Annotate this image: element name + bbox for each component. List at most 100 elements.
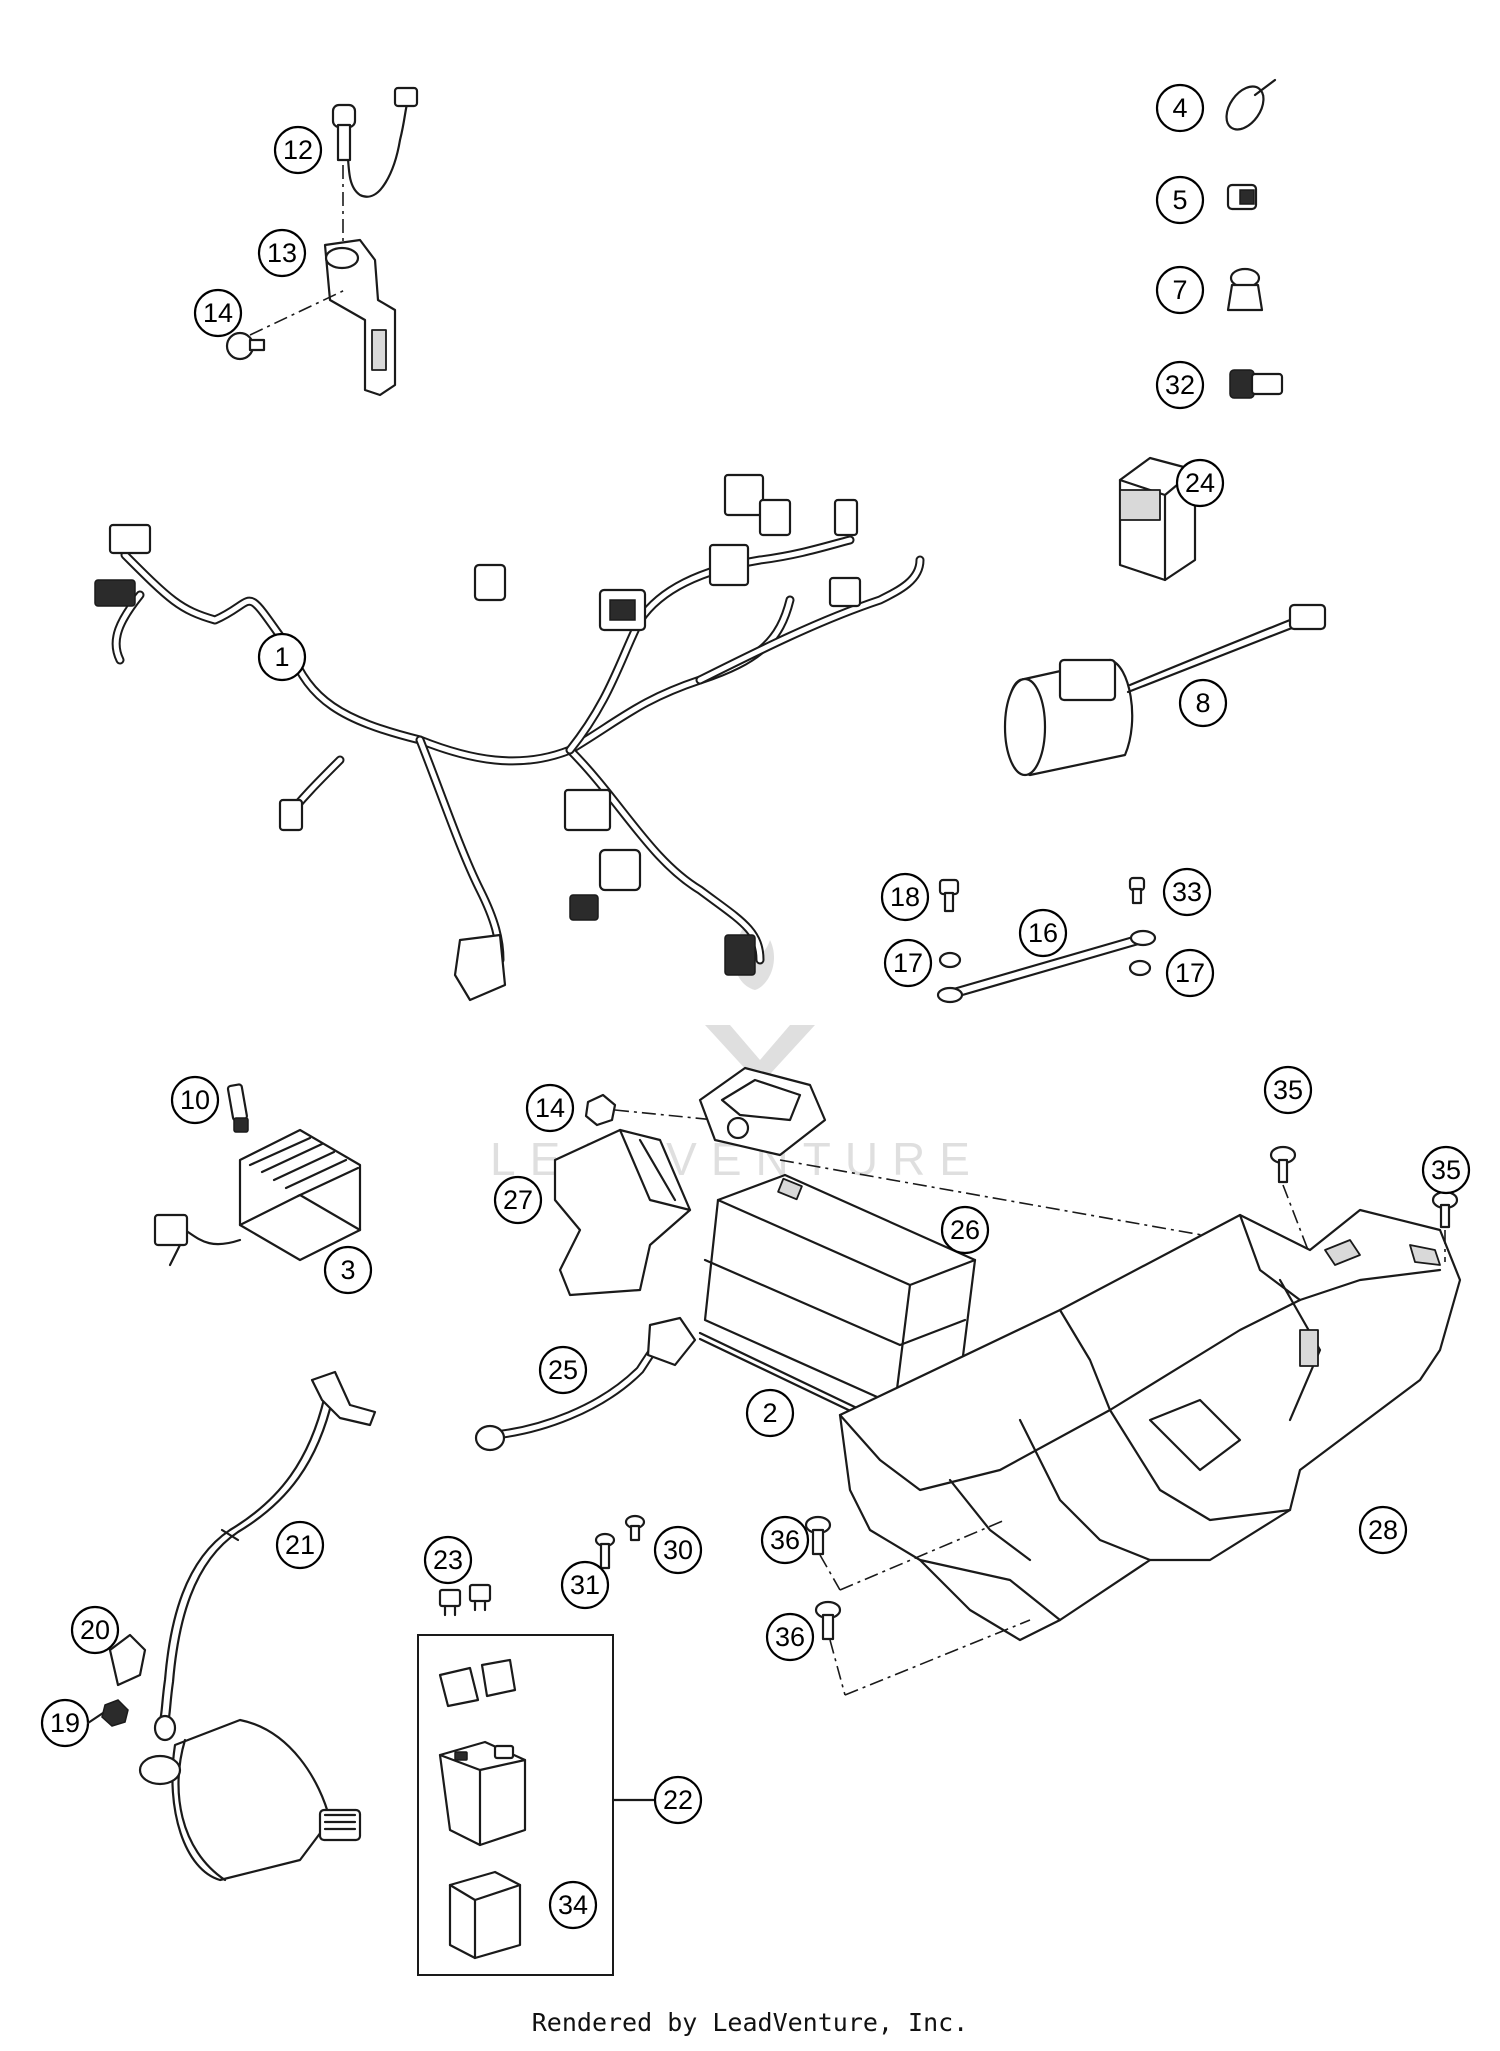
svg-text:25: 25 — [548, 1355, 578, 1385]
part-12-switch-plug — [331, 86, 419, 255]
callout-35-right: 35 — [1421, 1145, 1471, 1195]
part-36-screw-upper — [804, 1515, 1006, 1591]
part-10-screw — [226, 1083, 249, 1133]
part-21-starter-cable — [153, 1370, 377, 1742]
part-1-wiring-harness — [94, 473, 925, 1002]
part-28-battery-box — [838, 1208, 1462, 1642]
part-16-ground-cable — [936, 929, 1157, 1004]
part-22-small-relays — [438, 1658, 517, 1708]
svg-text:28: 28 — [1368, 1515, 1398, 1545]
callout-17-right: 17 — [1165, 948, 1215, 998]
callout-35-left: 35 — [1263, 1065, 1313, 1115]
part-24-relay-cover — [1118, 456, 1197, 582]
callout-26: 26 — [940, 1205, 990, 1255]
callout-1: 1 — [257, 632, 307, 682]
callout-30: 30 — [653, 1525, 703, 1575]
callout-16: 16 — [1018, 908, 1068, 958]
part-22-starter-relay — [438, 1740, 527, 1847]
part-13-holder-bracket — [249, 238, 397, 397]
part-starter-motor — [138, 1718, 362, 1882]
part-25-battery-cable — [474, 1316, 697, 1452]
part-32-connector — [1229, 369, 1284, 399]
callout-34: 34 — [548, 1880, 598, 1930]
callout-25: 25 — [538, 1345, 588, 1395]
svg-text:36: 36 — [770, 1525, 800, 1555]
callout-10: 10 — [170, 1075, 220, 1125]
svg-text:12: 12 — [283, 135, 313, 165]
part-14-nut-mid — [584, 1093, 736, 1127]
svg-text:19: 19 — [50, 1708, 80, 1738]
svg-text:17: 17 — [1175, 958, 1205, 988]
callout-5: 5 — [1155, 175, 1205, 225]
svg-text:33: 33 — [1172, 877, 1202, 907]
callout-32: 32 — [1155, 360, 1205, 410]
svg-text:20: 20 — [80, 1615, 110, 1645]
svg-text:30: 30 — [663, 1535, 693, 1565]
callout-13: 13 — [257, 228, 307, 278]
callout-18: 18 — [880, 872, 930, 922]
svg-text:3: 3 — [340, 1255, 355, 1285]
part-36-screw-lower — [814, 1600, 1031, 1696]
callout-22: 22 — [653, 1775, 703, 1825]
svg-text:26: 26 — [950, 1215, 980, 1245]
callout-36-lower: 36 — [765, 1612, 815, 1662]
svg-text:21: 21 — [285, 1530, 315, 1560]
credit-text: Rendered by LeadVenture, Inc. — [531, 2008, 969, 2037]
svg-text:8: 8 — [1195, 688, 1210, 718]
callout-4: 4 — [1155, 83, 1205, 133]
svg-text:7: 7 — [1172, 275, 1187, 305]
callout-7: 7 — [1155, 265, 1205, 315]
svg-text:35: 35 — [1431, 1155, 1461, 1185]
callout-17-left: 17 — [883, 938, 933, 988]
callout-19: 19 — [40, 1698, 90, 1748]
part-8-sensor — [1003, 603, 1327, 777]
svg-text:5: 5 — [1172, 185, 1187, 215]
svg-text:34: 34 — [558, 1890, 588, 1920]
callout-3: 3 — [323, 1245, 373, 1295]
callout-27: 27 — [493, 1175, 543, 1225]
svg-text:16: 16 — [1028, 918, 1058, 948]
callout-24: 24 — [1175, 458, 1225, 508]
leader-19 — [86, 1711, 105, 1725]
callout-8: 8 — [1178, 678, 1228, 728]
svg-text:22: 22 — [663, 1785, 693, 1815]
svg-text:32: 32 — [1165, 370, 1195, 400]
svg-text:24: 24 — [1185, 468, 1215, 498]
svg-text:17: 17 — [893, 948, 923, 978]
callout-33: 33 — [1162, 867, 1212, 917]
callout-36-upper: 36 — [760, 1515, 810, 1565]
part-4-cable-tie — [1225, 78, 1277, 131]
part-18-screw — [938, 878, 960, 913]
svg-text:4: 4 — [1172, 93, 1187, 123]
svg-text:35: 35 — [1273, 1075, 1303, 1105]
part-22-kit-box — [417, 1634, 657, 1976]
part-17-washer-right — [1128, 959, 1152, 977]
svg-text:1: 1 — [274, 642, 289, 672]
svg-text:2: 2 — [762, 1398, 777, 1428]
part-20-cap — [108, 1633, 147, 1687]
part-35-screw-left — [1269, 1145, 1309, 1251]
part-7-clip — [1226, 267, 1264, 312]
callout-20: 20 — [70, 1605, 120, 1655]
part-3-regulator — [153, 1128, 362, 1267]
callout-23: 23 — [423, 1535, 473, 1585]
svg-text:10: 10 — [180, 1085, 210, 1115]
svg-text:31: 31 — [570, 1570, 600, 1600]
svg-text:27: 27 — [503, 1185, 533, 1215]
part-33-screw — [1128, 876, 1146, 905]
part-17-washer-left — [938, 951, 962, 969]
svg-text:14: 14 — [535, 1093, 565, 1123]
callout-31: 31 — [560, 1560, 610, 1610]
part-14-screw-top — [225, 331, 266, 361]
part-27-battery-holder — [553, 1128, 692, 1297]
callout-12: 12 — [273, 125, 323, 175]
svg-text:14: 14 — [203, 298, 233, 328]
part-34-relay-cover — [448, 1870, 522, 1960]
callout-2: 2 — [745, 1388, 795, 1438]
svg-text:36: 36 — [775, 1622, 805, 1652]
callout-14-mid: 14 — [525, 1083, 575, 1133]
callout-14-top: 14 — [193, 288, 243, 338]
part-5-clip — [1226, 183, 1258, 211]
callout-28: 28 — [1358, 1505, 1408, 1555]
